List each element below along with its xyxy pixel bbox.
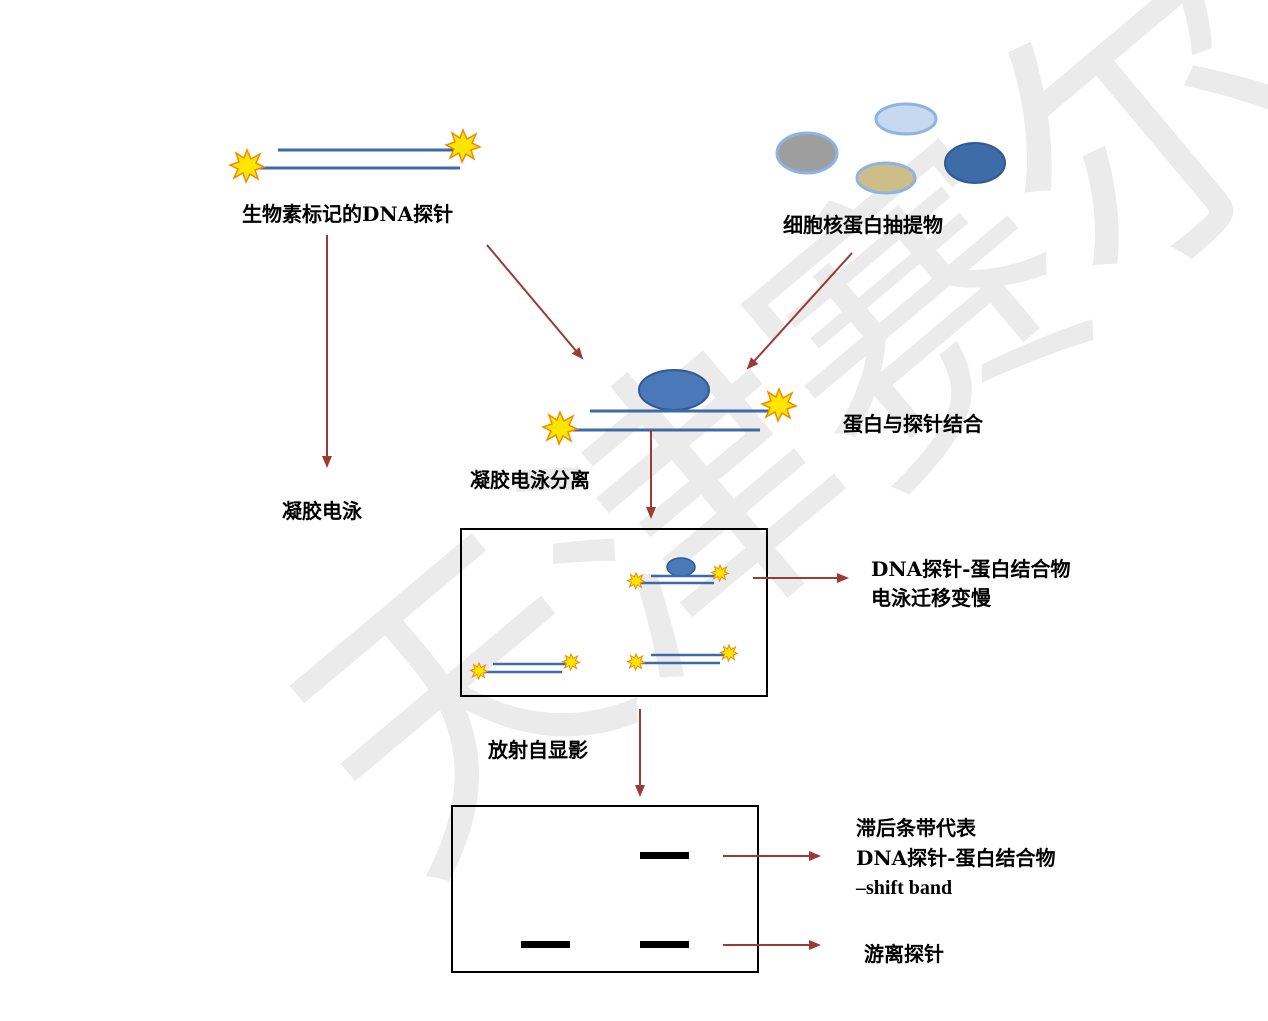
watermark: 天津赛尔 <box>234 0 1268 935</box>
protein-icon <box>638 369 710 411</box>
protein-gray-icon <box>775 131 839 175</box>
arrow-extract-to-binding <box>746 252 853 370</box>
shift-label-line2: DNA探针-蛋白结合物 <box>856 846 1055 870</box>
shift-band <box>640 852 689 859</box>
free-probe-label: 游离探针 <box>864 942 944 966</box>
probe-illustration <box>229 129 481 183</box>
shift-label-line1: 滞后条带代表 <box>856 816 977 840</box>
protein-probe-complex <box>542 369 797 445</box>
complex-label-line1: DNA探针-蛋白结合物 <box>871 557 1070 581</box>
probe-label: 生物素标记的DNA探针 <box>242 202 453 226</box>
watermark-text: 天津赛尔 <box>234 0 1268 935</box>
nuclear-extract-illustration <box>775 102 1006 195</box>
protein-lightblue-icon <box>874 102 938 136</box>
biotin-label-icon <box>445 129 481 163</box>
binding-label: 蛋白与探针结合 <box>843 412 984 436</box>
gel-label: 凝胶电泳 <box>282 499 363 523</box>
gel-free-probe-left <box>470 653 580 680</box>
complex-label-line2: 电泳迁移变慢 <box>871 586 992 610</box>
protein-icon <box>666 557 696 577</box>
protein-blue-icon <box>944 142 1006 184</box>
gel-box <box>460 528 768 697</box>
free-probe-band-left <box>521 941 570 948</box>
gel-free-probe-right <box>627 644 738 671</box>
gel-separation-label: 凝胶电泳分离 <box>470 468 590 492</box>
free-probe-band-right <box>640 941 689 948</box>
extract-label: 细胞核蛋白抽提物 <box>783 213 943 237</box>
biotin-label-icon <box>229 149 265 183</box>
autorad-label: 放射自显影 <box>487 738 588 762</box>
shift-label-line3: –shift band <box>855 877 952 899</box>
gel-complex-band <box>627 557 729 590</box>
protein-tan-icon <box>855 161 917 195</box>
film-box <box>451 805 759 973</box>
arrow-probe-to-binding <box>486 244 584 360</box>
